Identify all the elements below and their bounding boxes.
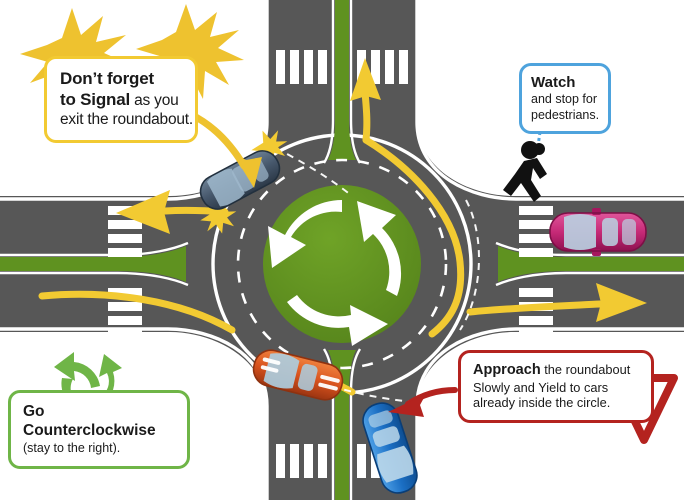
- pedestrian-walking-icon: [503, 141, 547, 202]
- car-circulating-south: [252, 349, 344, 401]
- callout-counterclockwise-line1: Go: [23, 403, 45, 420]
- signal-flash-burst-icon: [200, 130, 288, 234]
- callout-watch-text: Watch and stop for pedestrians.: [522, 66, 608, 131]
- callout-watch[interactable]: Watch and stop for pedestrians.: [519, 63, 611, 134]
- callout-signal-line2: to Signal as you: [60, 90, 183, 111]
- travel-path-arrowheads: [116, 58, 647, 322]
- callout-signal-line2-strong: to Signal: [60, 89, 130, 109]
- callout-approach-line2: Slowly and Yield to cars: [473, 379, 609, 395]
- callout-counterclockwise[interactable]: Go Counterclockwise (stay to the right).: [8, 390, 190, 470]
- arrow-circulating-ne: [362, 136, 465, 338]
- callout-counterclockwise-line3: (stay to the right).: [23, 440, 121, 455]
- callout-approach-line1: Approach the roundabout: [473, 362, 641, 380]
- callout-approach-line3: already inside the circle.: [473, 395, 611, 411]
- callout-watch-line2: and stop for: [531, 92, 598, 107]
- callout-approach[interactable]: Approach the roundabout Slowly and Yield…: [458, 350, 654, 423]
- car-waiting-east: [549, 208, 647, 256]
- callout-signal-line1: Don’t forget: [60, 69, 154, 88]
- counterclockwise-arrows-icon: [268, 200, 402, 346]
- arrow-west-entry: [38, 290, 236, 334]
- callout-signal-line2-rest: as you: [129, 91, 179, 109]
- approach-callout-pointer: [388, 387, 458, 417]
- callout-counterclockwise-line2: Counterclockwise: [23, 421, 156, 439]
- arrow-east-exit-shaft: [466, 300, 604, 316]
- central-island: [263, 185, 421, 346]
- callout-signal-line3: exit the roundabout.: [60, 110, 194, 128]
- arrow-north-exit-shaft: [361, 88, 371, 144]
- callout-signal-text: Don’t forget to Signal as you exit the r…: [47, 59, 195, 140]
- callout-approach-text: Approach the roundabout Slowly and Yield…: [461, 353, 651, 420]
- crosswalk-north: [276, 50, 408, 84]
- callout-approach-line1-strong: Approach: [473, 362, 541, 378]
- callout-watch-line3: pedestrians.: [531, 107, 600, 122]
- circulating-lane-dash: [236, 158, 448, 370]
- callout-watch-line1: Watch: [531, 74, 576, 91]
- car-entering-south: [362, 402, 418, 494]
- callout-counterclockwise-text: Go Counterclockwise (stay to the right).: [11, 393, 187, 466]
- callout-approach-line1-rest: the roundabout: [540, 362, 631, 377]
- callout-signal[interactable]: Don’t forget to Signal as you exit the r…: [44, 56, 198, 143]
